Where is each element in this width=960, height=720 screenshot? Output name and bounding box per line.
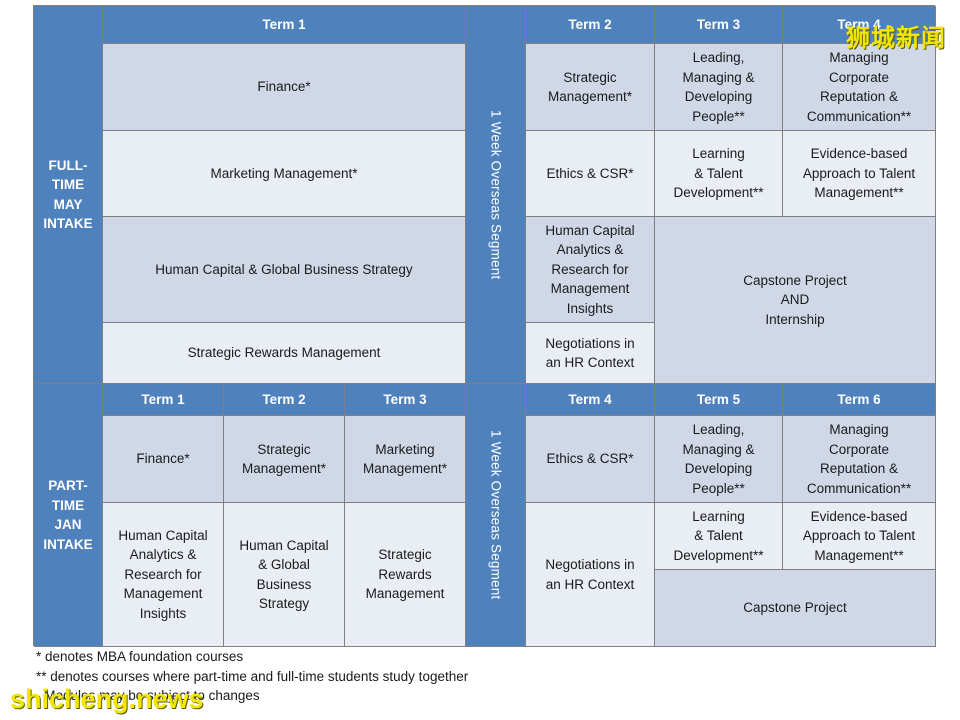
ft-course-hc-analytics: Human Capital Analytics & Research for M… xyxy=(526,217,655,323)
pt-term4-header: Term 4 xyxy=(526,384,655,416)
pt-term5-header: Term 5 xyxy=(655,384,783,416)
watermark-site: shicheng.news xyxy=(10,684,204,714)
pt-term1-header: Term 1 xyxy=(103,384,224,416)
footnotes: * denotes MBA foundation courses ** deno… xyxy=(36,647,468,706)
footnote-changes: - Modules may be subject to changes xyxy=(36,688,260,703)
pt-overseas-text: 1 Week Overseas Segment xyxy=(488,430,504,600)
ft-course-leading-people: Leading, Managing & Developing People** xyxy=(655,44,783,131)
pt-course-corporate-reputation: Managing Corporate Reputation & Communic… xyxy=(783,416,936,503)
ft-term1-header: Term 1 xyxy=(103,6,466,44)
pt-term3-header: Term 3 xyxy=(345,384,466,416)
pt-course-marketing: Marketing Management* xyxy=(345,416,466,503)
ft-course-ethics-csr: Ethics & CSR* xyxy=(526,131,655,217)
footnote-shared-courses: ** denotes courses where part-time and f… xyxy=(36,668,469,684)
pt-course-hc-analytics: Human Capital Analytics & Research for M… xyxy=(103,503,224,647)
pt-course-ethics-csr: Ethics & CSR* xyxy=(526,416,655,503)
pt-term2-header: Term 2 xyxy=(224,384,345,416)
ft-term2-header: Term 2 xyxy=(526,6,655,44)
ft-course-strategic-rewards: Strategic Rewards Management xyxy=(103,323,466,384)
ft-course-finance: Finance* xyxy=(103,44,466,131)
ft-overseas-segment: 1 Week Overseas Segment xyxy=(466,6,526,384)
pt-course-strategic-rewards: Strategic Rewards Management xyxy=(345,503,466,647)
pt-course-leading-people: Leading, Managing & Developing People** xyxy=(655,416,783,503)
ft-course-negotiations: Negotiations in an HR Context xyxy=(526,323,655,384)
footnote-foundation: * denotes MBA foundation courses xyxy=(36,649,244,664)
pt-capstone-project: Capstone Project xyxy=(655,570,936,647)
pt-course-talent-management: Evidence-based Approach to Talent Manage… xyxy=(783,503,936,570)
watermark-chinese: 狮城新闻 xyxy=(846,25,946,52)
pt-overseas-segment: 1 Week Overseas Segment xyxy=(466,384,526,647)
ft-overseas-text: 1 Week Overseas Segment xyxy=(488,109,504,280)
ft-course-global-business-strategy: Human Capital & Global Business Strategy xyxy=(103,217,466,323)
pt-term6-header: Term 6 xyxy=(783,384,936,416)
ft-capstone-internship: Capstone Project AND Internship xyxy=(655,217,936,384)
ft-term3-header: Term 3 xyxy=(655,6,783,44)
ft-course-strategic-management: Strategic Management* xyxy=(526,44,655,131)
pt-course-finance: Finance* xyxy=(103,416,224,503)
part-time-intake-label: PART- TIME JAN INTAKE xyxy=(34,384,103,647)
curriculum-table: FULL- TIME MAY INTAKE Term 1 1 Week Over… xyxy=(33,5,936,647)
ft-course-talent-development: Learning & Talent Development** xyxy=(655,131,783,217)
pt-course-strategic-management: Strategic Management* xyxy=(224,416,345,503)
pt-course-global-business-strategy: Human Capital & Global Business Strategy xyxy=(224,503,345,647)
ft-term4-header: Term 4 xyxy=(783,6,936,44)
pt-course-negotiations: Negotiations in an HR Context xyxy=(526,503,655,647)
ft-course-talent-management: Evidence-based Approach to Talent Manage… xyxy=(783,131,936,217)
full-time-intake-label: FULL- TIME MAY INTAKE xyxy=(34,6,103,384)
ft-course-corporate-reputation: Managing Corporate Reputation & Communic… xyxy=(783,44,936,131)
pt-course-talent-development: Learning & Talent Development** xyxy=(655,503,783,570)
ft-course-marketing: Marketing Management* xyxy=(103,131,466,217)
